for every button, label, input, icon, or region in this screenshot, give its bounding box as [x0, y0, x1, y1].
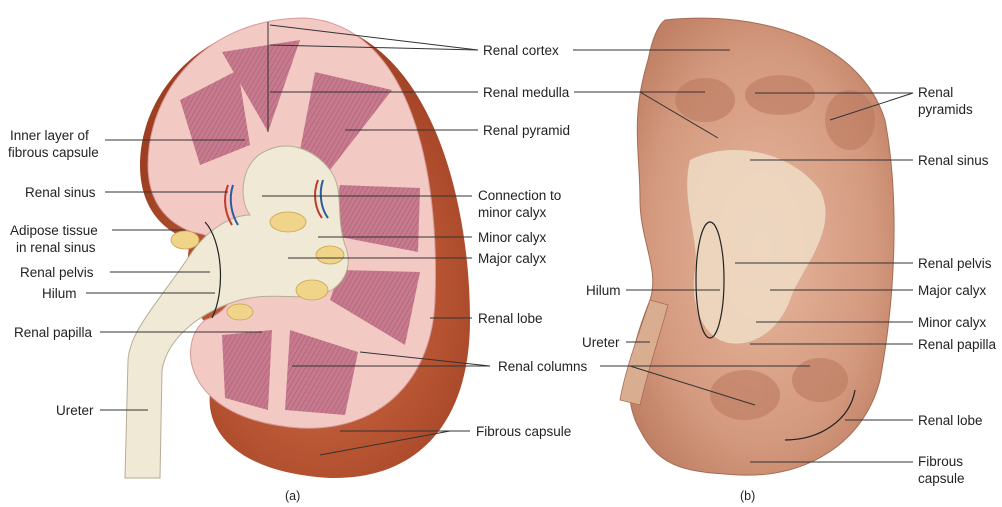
label-b-fibrous-capsule-1: Fibrous — [918, 454, 963, 469]
label-b-renal-pelvis: Renal pelvis — [918, 256, 992, 271]
label-b-renal-lobe: Renal lobe — [918, 413, 983, 428]
photo-hilum-outline — [695, 221, 725, 339]
leader-lines-b — [573, 49, 914, 463]
kidney-illustration — [124, 17, 470, 479]
label-adipose-1: Adipose tissue — [10, 223, 98, 238]
label-ureter: Ureter — [56, 403, 94, 418]
photo-ureter — [619, 299, 669, 406]
label-renal-pyramid: Renal pyramid — [483, 123, 570, 138]
renal-pyramids — [180, 40, 420, 415]
label-renal-sinus: Renal sinus — [25, 185, 96, 200]
label-minor-calyx: Minor calyx — [478, 230, 547, 245]
label-b-ureter: Ureter — [582, 335, 620, 350]
label-connection-2: minor calyx — [478, 205, 547, 220]
label-adipose-2: in renal sinus — [16, 240, 96, 255]
label-b-hilum: Hilum — [586, 283, 621, 298]
kidney-photo-section — [619, 17, 895, 476]
hilum-outline — [204, 221, 222, 319]
label-renal-papilla: Renal papilla — [14, 325, 93, 340]
caption-a: (a) — [285, 489, 300, 503]
label-hilum: Hilum — [42, 286, 77, 301]
label-b-renal-papilla: Renal papilla — [918, 337, 997, 352]
labels-panel-a: Renal cortex Renal medulla Renal pyramid… — [8, 43, 588, 503]
label-inner-layer-1: Inner layer of — [10, 128, 89, 143]
label-b-renal-sinus: Renal sinus — [918, 153, 989, 168]
label-b-fibrous-capsule-2: capsule — [918, 471, 965, 486]
label-renal-pelvis: Renal pelvis — [20, 265, 94, 280]
leader-lines-a — [86, 22, 491, 456]
label-connection-1: Connection to — [478, 188, 561, 203]
label-major-calyx: Major calyx — [478, 251, 547, 266]
labels-panel-b: Renal pyramids Renal sinus Hilum Renal p… — [582, 85, 997, 503]
caption-b: (b) — [740, 489, 755, 503]
photo-sinus-region — [687, 150, 826, 344]
label-renal-medulla: Renal medulla — [483, 85, 570, 100]
label-renal-columns: Renal columns — [498, 359, 588, 374]
photo-pyramid-regions — [675, 75, 875, 420]
label-renal-cortex: Renal cortex — [483, 43, 559, 58]
photo-lobe-bracket — [784, 389, 856, 441]
renal-vessels — [224, 179, 329, 226]
label-renal-lobe: Renal lobe — [478, 311, 543, 326]
label-b-minor-calyx: Minor calyx — [918, 315, 987, 330]
label-fibrous-capsule: Fibrous capsule — [476, 424, 571, 439]
label-inner-layer-2: fibrous capsule — [8, 145, 99, 160]
label-b-renal-pyramids-2: pyramids — [918, 102, 973, 117]
label-b-major-calyx: Major calyx — [918, 283, 987, 298]
adipose-deposits — [170, 211, 345, 321]
label-b-renal-pyramids-1: Renal — [918, 85, 953, 100]
